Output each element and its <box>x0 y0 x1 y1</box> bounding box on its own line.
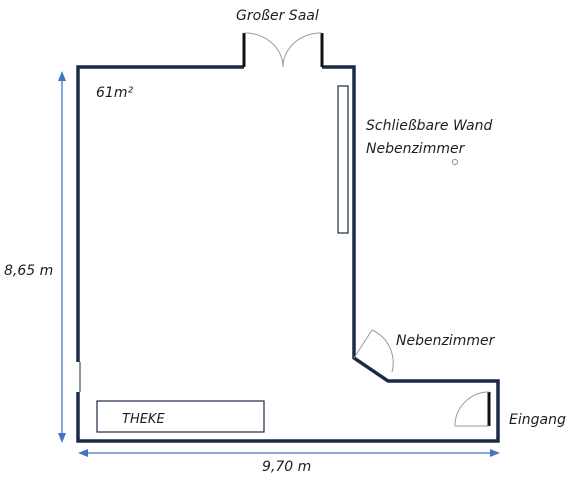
entrance-door <box>454 391 491 427</box>
label-eingang: Eingang <box>509 412 566 428</box>
room-outline <box>76 65 500 443</box>
height-dimension <box>58 71 66 443</box>
grosser-saal-door <box>242 32 324 68</box>
width-dimension <box>78 449 500 457</box>
label-schliessbare-wand: Schließbare Wand <box>366 118 492 134</box>
label-nebenzimmer-door: Nebenzimmer <box>396 333 496 349</box>
label-area: 61m² <box>96 85 133 101</box>
foldable-wall <box>337 85 349 234</box>
nebenzimmer-door <box>353 329 394 373</box>
label-width: 9,70 m <box>262 459 311 475</box>
label-grosser-saal: Großer Saal <box>236 8 319 24</box>
label-height: 8,65 m <box>4 263 53 279</box>
label-nebenzimmer-top: Nebenzimmer <box>366 141 466 157</box>
theke-counter <box>96 400 265 433</box>
label-theke: THEKE <box>122 412 165 427</box>
marker-circle <box>452 159 458 165</box>
